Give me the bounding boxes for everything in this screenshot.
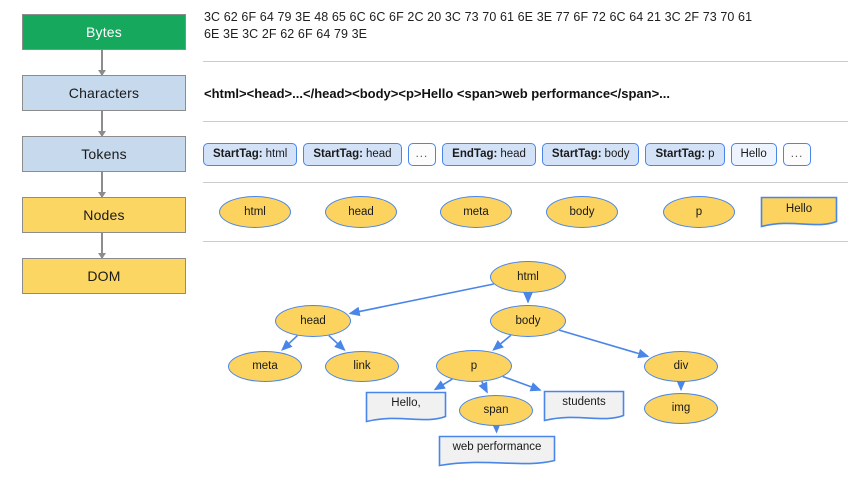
token-kind: StartTag: (213, 148, 263, 160)
pipeline-step-characters: Characters (22, 75, 186, 111)
bytes-hex-line-1: 3C 62 6F 64 79 3E 48 65 6C 6C 6F 2C 20 3… (204, 10, 753, 24)
tree-element-node: p (436, 350, 512, 382)
token-chip: Hello (730, 142, 777, 166)
tree-element-node: html (490, 261, 566, 293)
pipeline-arrow-bytes-to-characters (98, 50, 106, 76)
nodes-row: html head meta body p Hello (203, 192, 851, 232)
tree-node-label: Hello, (391, 397, 421, 409)
tree-node-label: img (671, 402, 691, 414)
pipeline-step-bytes: Bytes (22, 14, 186, 50)
tree-node-label: meta (252, 360, 278, 372)
token-chip: EndTag:head (442, 142, 536, 166)
tree-node-label: body (515, 315, 541, 327)
tree-element-node: body (490, 305, 566, 337)
tree-element-node: span (459, 394, 533, 426)
section-divider-2 (203, 121, 848, 122)
pipeline-step-label: Nodes (83, 207, 125, 223)
tree-element-node: div (644, 350, 718, 382)
token-value: html (265, 148, 288, 160)
tree-edge (348, 283, 494, 317)
node-label: html (244, 206, 266, 218)
node-token-ellipse: meta (440, 196, 512, 228)
tree-text-node: web performance (438, 435, 556, 467)
token-value: ... (415, 148, 429, 160)
tree-element-node: link (325, 350, 399, 382)
tree-node-label: head (300, 315, 326, 327)
token-kind: StartTag: (313, 148, 363, 160)
token-value: head (500, 148, 526, 160)
tree-node-label: students (562, 396, 606, 408)
bytes-hex-text: 3C 62 6F 64 79 3E 48 65 6C 6C 6F 2C 20 3… (204, 9, 852, 43)
tree-element-node: img (644, 392, 718, 424)
tree-edge (328, 334, 346, 351)
token-chip: StartTag:head (303, 142, 402, 166)
bytes-hex-line-2: 6E 3E 3C 2F 62 6F 64 79 3E (204, 27, 368, 41)
node-token-ellipse: p (663, 196, 735, 228)
node-token-ellipse: html (219, 196, 291, 228)
token-chip: ... (782, 142, 812, 166)
characters-markup-text: <html><head>...</head><body><p>Hello <sp… (204, 86, 671, 101)
pipeline-step-nodes: Nodes (22, 197, 186, 233)
tree-element-node: head (275, 305, 351, 337)
pipeline-step-tokens: Tokens (22, 136, 186, 172)
tree-text-node: students (543, 390, 625, 422)
tree-edge (478, 381, 488, 394)
tree-node-label: div (673, 360, 689, 372)
pipeline-step-label: Bytes (85, 24, 122, 40)
node-label: meta (463, 206, 489, 218)
token-kind: EndTag: (452, 148, 498, 160)
tree-text-node: Hello, (365, 391, 447, 423)
pipeline-step-dom: DOM (22, 258, 186, 294)
pipeline-step-label: Tokens (81, 146, 127, 162)
pipeline-arrow-tokens-to-nodes (98, 172, 106, 198)
dom-tree-edges (281, 283, 686, 434)
token-chip: StartTag:html (203, 142, 298, 166)
pipeline-step-label: Characters (68, 85, 140, 101)
node-token-ellipse: body (546, 196, 618, 228)
tree-node-label: web performance (452, 441, 542, 453)
token-chip: StartTag:body (541, 142, 640, 166)
token-kind: StartTag: (655, 148, 706, 160)
node-label: p (695, 206, 703, 218)
pipeline-step-label: DOM (87, 268, 121, 284)
tree-edge (433, 378, 453, 391)
token-chip: ... (407, 142, 437, 166)
token-value: body (604, 148, 630, 160)
tree-node-label: span (483, 404, 509, 416)
pipeline-arrow-characters-to-tokens (98, 111, 106, 137)
section-divider-4 (203, 241, 848, 242)
token-value: p (708, 148, 715, 160)
tree-node-label: html (517, 271, 539, 283)
node-label: head (348, 206, 374, 218)
token-chip: StartTag:p (645, 142, 725, 166)
tree-node-label: link (353, 360, 371, 372)
node-label: Hello (785, 203, 813, 215)
node-text-note: Hello (760, 196, 838, 228)
token-value: head (365, 148, 392, 160)
pipeline-arrow-nodes-to-dom (98, 233, 106, 259)
node-token-ellipse: head (325, 196, 397, 228)
tree-node-label: p (470, 360, 478, 372)
token-value: Hello (740, 148, 767, 160)
tree-edge (502, 375, 542, 392)
tree-element-node: meta (228, 350, 302, 382)
section-divider-3 (203, 182, 848, 183)
tree-edge (281, 335, 298, 351)
tree-edge (492, 334, 512, 351)
token-value: ... (790, 148, 804, 160)
token-kind: StartTag: (551, 148, 602, 160)
node-label: body (569, 206, 595, 218)
section-divider-1 (203, 61, 848, 62)
tree-edge (558, 329, 650, 359)
